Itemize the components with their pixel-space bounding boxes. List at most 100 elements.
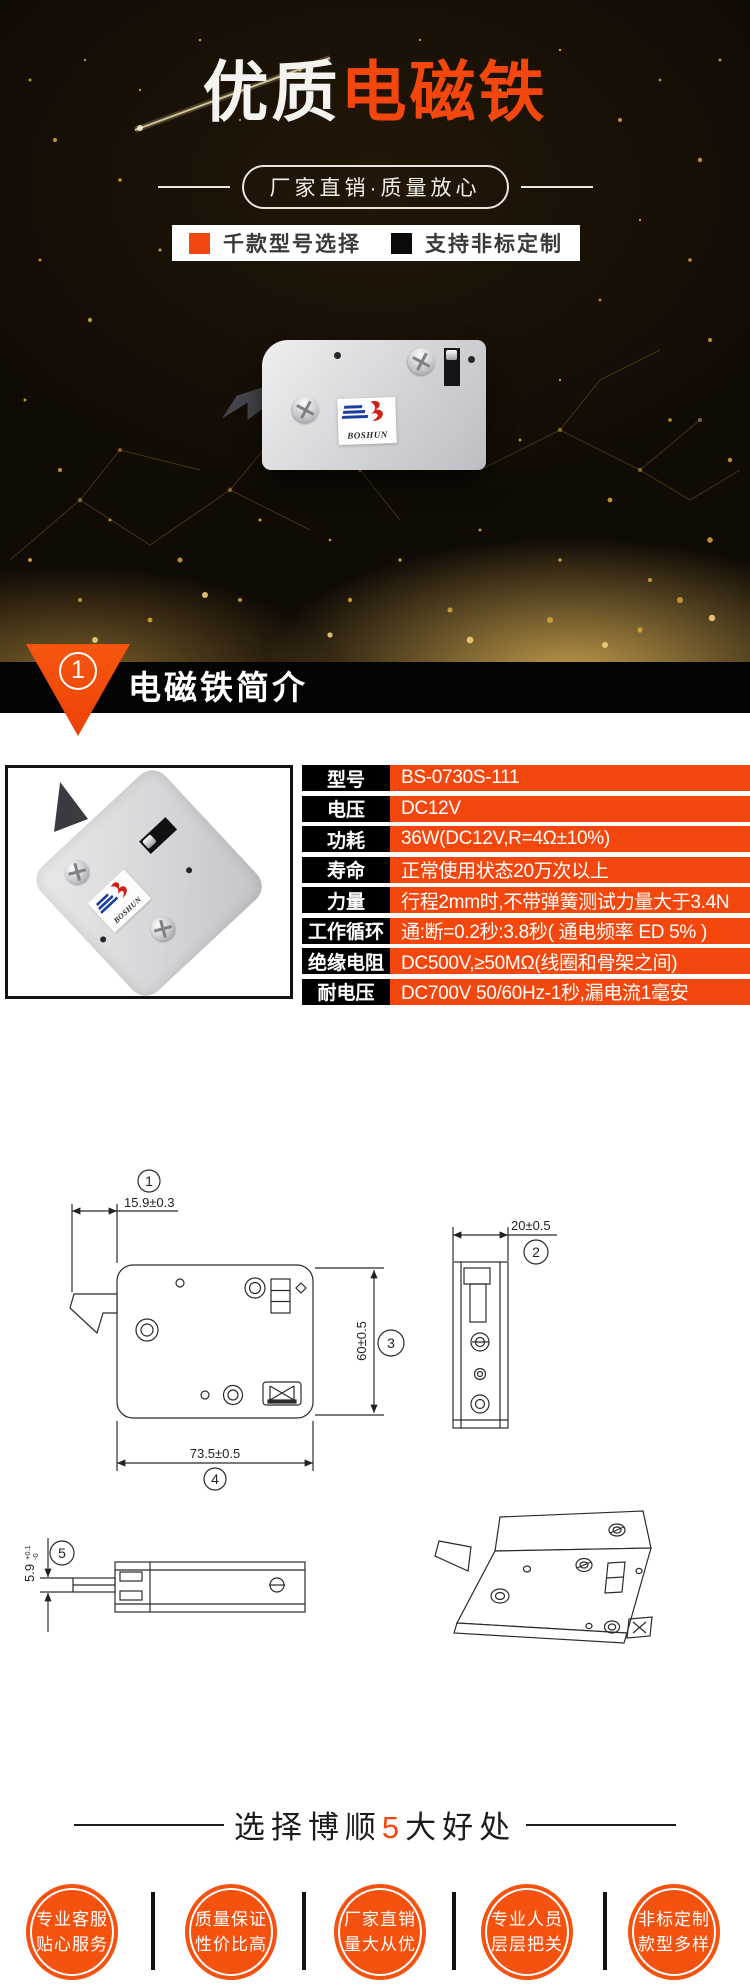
circle-ring — [30, 1888, 114, 1976]
hero-title-white: 优质 — [202, 55, 341, 129]
side-view-drawing — [452, 1227, 557, 1429]
gold-particles — [23, 38, 733, 633]
lock-body: BOSHUN — [28, 768, 270, 996]
spec-value: 36W(DC12V,R=4Ω±10%) — [390, 826, 750, 853]
spec-label: 耐电压 — [302, 978, 390, 1005]
badge-label: 千款型号选择 — [223, 233, 361, 256]
dim-label: 15.9±0.3 — [124, 1195, 175, 1210]
banner-bar: 电磁铁简介 — [0, 662, 750, 713]
spec-label: 功耗 — [302, 826, 390, 853]
latch-slot — [444, 348, 460, 386]
benefit-line: 性价比高 — [195, 1935, 267, 1954]
spec-label: 电压 — [302, 795, 390, 822]
benefit-circle: 专业人员层层把关 — [481, 1884, 573, 1980]
circle-ring — [338, 1888, 422, 1976]
brand-logo-text: BOSHUN — [346, 429, 388, 440]
black-square-icon — [391, 232, 412, 254]
divider — [452, 1892, 456, 1970]
lock-hook — [54, 782, 88, 832]
subtitle-left-line — [157, 186, 230, 188]
benefit-line: 专业客服 — [36, 1910, 108, 1929]
brand-label: BOSHUN — [87, 869, 152, 933]
brand-label: BOSHUN — [337, 397, 397, 445]
boshun-logo-icon: BOSHUN — [341, 401, 388, 441]
orange-square-icon — [189, 232, 210, 254]
badge-bar: 千款型号选择 支持非标定制 — [172, 225, 580, 261]
callout-number: 5 — [58, 1545, 66, 1561]
benefit-line: 非标定制 — [638, 1910, 710, 1929]
latch-pin — [141, 834, 157, 850]
front-view-drawing — [69, 1204, 384, 1471]
screw-icon — [148, 914, 178, 944]
svg-text:+0.1: +0.1 — [23, 1545, 32, 1560]
benefit-line: 贴心服务 — [36, 1935, 108, 1954]
mount-hole — [334, 352, 341, 359]
bright-sparkles — [92, 592, 716, 648]
spec-label: 型号 — [302, 765, 390, 791]
spec-value: DC500V,≥50MΩ(线圈和骨架之间) — [390, 948, 750, 975]
benefit-circle: 非标定制款型多样 — [628, 1884, 720, 1980]
gold-particles-decoration — [9, 38, 741, 648]
dim-label: 73.5±0.5 — [190, 1446, 241, 1461]
benefit-line: 专业人员 — [491, 1910, 563, 1929]
section-number: 1 — [59, 652, 97, 690]
mount-hole — [184, 866, 194, 875]
dim-label-toleranced: 5.9 +0.1 -0 — [22, 1545, 40, 1582]
callout-number: 3 — [387, 1335, 395, 1351]
product-photo: BOSHUN — [222, 340, 486, 470]
badge-model-selection: 千款型号选择 — [189, 228, 361, 258]
section-title: 电磁铁简介 — [128, 669, 308, 706]
spec-value: 行程2mm时,不带弹簧测试力量大于3.4N — [390, 887, 750, 914]
benefit-line: 款型多样 — [638, 1935, 710, 1954]
spec-label: 寿命 — [302, 856, 390, 883]
callout-circles — [49, 1169, 549, 1566]
screw-icon — [403, 343, 440, 380]
bottom-view-drawing — [40, 1538, 306, 1632]
callout-number: 4 — [211, 1471, 219, 1487]
spec-value: DC700V 50/60Hz-1秒,漏电流1毫安 — [390, 978, 750, 1005]
subtitle-right-line — [520, 186, 593, 188]
benefits-title-number: 5 — [381, 1810, 406, 1845]
latch-slot — [139, 817, 178, 855]
callout-number: 1 — [145, 1173, 153, 1189]
callout-number: 2 — [532, 1244, 540, 1260]
spec-value: DC12V — [390, 795, 750, 822]
svg-text:-0: -0 — [31, 1553, 40, 1560]
benefit-line: 层层把关 — [491, 1935, 563, 1954]
hero-section: 优质电磁铁 厂家直销·质量放心 千款型号选择 支持非标定制 — [0, 0, 750, 662]
badge-label: 支持非标定制 — [425, 233, 563, 256]
light-streak — [133, 55, 332, 133]
circle-ring — [632, 1888, 716, 1976]
benefits-title-post: 大好处 — [405, 1810, 517, 1845]
isometric-view-drawing — [434, 1510, 653, 1644]
badge-custom-support: 支持非标定制 — [391, 228, 563, 258]
dim-label: 60±0.5 — [354, 1321, 369, 1361]
spec-value: 通:断=0.2秒:3.8秒( 通电频率 ED 5% ) — [390, 917, 750, 944]
divider — [302, 1892, 306, 1970]
hero-title-orange: 电磁铁 — [340, 55, 548, 129]
benefit-circle: 质量保证性价比高 — [185, 1884, 277, 1980]
divider — [151, 1892, 155, 1970]
spec-value: 正常使用状态20万次以上 — [390, 856, 750, 883]
table-row: 寿命正常使用状态20万次以上 — [302, 856, 750, 883]
circle-ring — [485, 1888, 569, 1976]
spec-label: 绝缘电阻 — [302, 948, 390, 975]
benefits-title: 选择博顺5大好处 — [234, 1802, 516, 1847]
boshun-logo-icon: BOSHUN — [96, 882, 143, 926]
hero-title: 优质电磁铁 — [0, 56, 750, 129]
lock-body: BOSHUN — [262, 340, 486, 470]
spec-label: 力量 — [302, 887, 390, 914]
benefits-title-row: 选择博顺5大好处 — [0, 1802, 750, 1847]
mount-hole — [98, 935, 108, 944]
benefit-line: 量大从优 — [344, 1935, 416, 1954]
hero-subtitle: 厂家直销·质量放心 — [241, 165, 509, 209]
screw-icon — [287, 391, 324, 428]
